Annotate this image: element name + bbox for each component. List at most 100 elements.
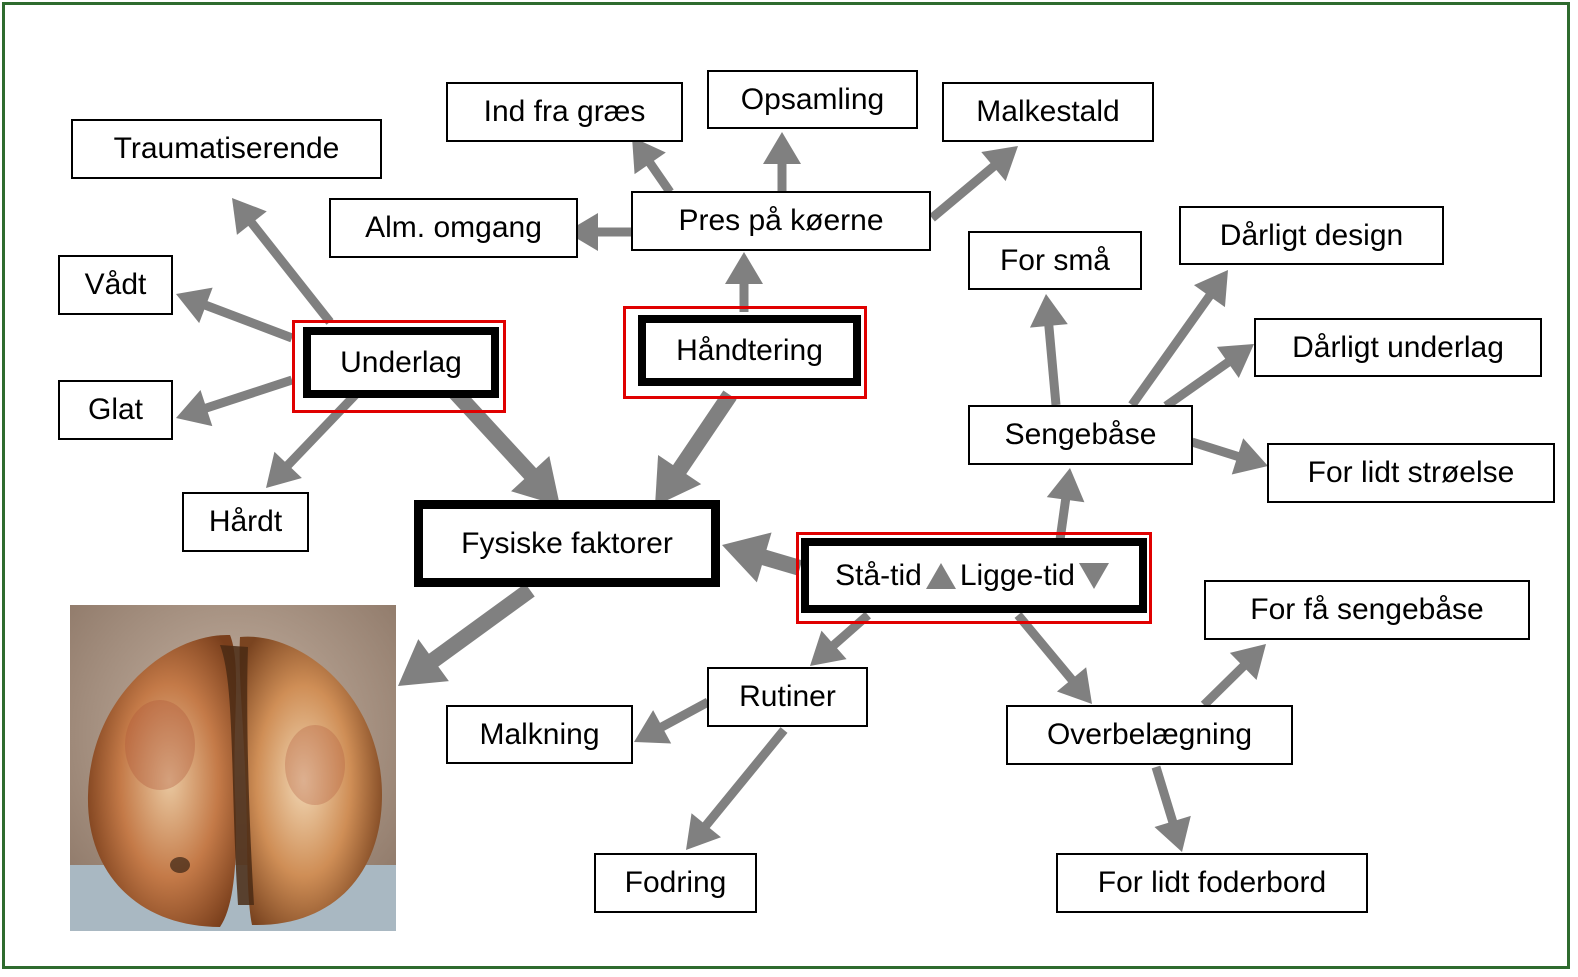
node-label: Underlag (340, 345, 462, 379)
node-label: Traumatiserende (113, 132, 340, 165)
node-fysiske-faktorer: Fysiske faktorer (414, 500, 720, 587)
arrow-sengebaase-design-shaft (1128, 291, 1215, 408)
arrow-underlag-vaadt-shaft (202, 300, 294, 343)
arrow-underlag-haardt-shaft (283, 388, 362, 470)
node-label: Malkestald (976, 95, 1120, 128)
triangle-up-icon (925, 562, 956, 589)
arrow-underlag-haardt-head (266, 451, 302, 488)
arrow-overbelaegning-foderbord-shaft (1151, 765, 1178, 825)
arrow-overbelaegning-foderbord-head (1154, 815, 1191, 852)
arrow-underlag-haardt (266, 388, 362, 488)
node-label: Opsamling (740, 82, 885, 116)
arrow-staa-sengebaase-head (1046, 468, 1085, 503)
node-haardt: Hårdt (182, 492, 309, 552)
node-label: Dårligt underlag (1292, 330, 1504, 364)
arrow-sengebaase-underlag-shaft (1163, 357, 1233, 410)
node-label: Malkning (479, 717, 600, 751)
arrow-underlag-traumatiserende-head (232, 198, 267, 235)
arrow-pres-opsamling (763, 132, 801, 192)
arrow-overbelaegning-for-faa (1200, 644, 1266, 709)
arrow-underlag-glat-head (176, 389, 213, 427)
arrow-pres-malkestald-head (981, 146, 1018, 182)
arrow-pres-opsamling-head (763, 132, 801, 164)
node-daarligt-underlag: Dårligt underlag (1254, 318, 1542, 377)
arrow-underlag-glat-shaft (203, 375, 294, 413)
hoof-photo (70, 605, 396, 931)
node-label: Hårdt (208, 505, 283, 538)
highlight-haandtering (623, 306, 867, 399)
node-traumatiserende: Traumatiserende (71, 119, 382, 179)
arrow-staa-rutiner (810, 611, 871, 666)
arrow-pres-malkestald (929, 146, 1018, 222)
node-label: Fodring (624, 866, 727, 899)
node-staa-ligge-tid: Stå-tid Ligge-tid (801, 538, 1147, 613)
arrow-staa-sengebaase (1046, 468, 1085, 541)
arrow-overbelaegning-foderbord (1151, 765, 1191, 852)
arrow-sengebaase-design-head (1193, 270, 1228, 308)
node-malkning: Malkning (446, 705, 633, 764)
arrow-underlag-vaadt-head (176, 287, 213, 324)
highlight-underlag (292, 320, 506, 413)
node-haandtering: Håndtering (638, 315, 861, 386)
node-sengebaase: Sengebåse (968, 405, 1193, 465)
node-label: Alm. omgang (365, 211, 542, 244)
node-for-smaa: For små (968, 231, 1142, 290)
node-label: For lidt strøelse (1307, 456, 1515, 489)
arrow-haandtering-pres (725, 252, 763, 312)
arrow-pres-malkestald-shaft (929, 161, 998, 222)
node-ind-fra-graes: Ind fra græs (446, 82, 683, 142)
node-rutiner: Rutiner (707, 667, 868, 727)
node-vaadt: Vådt (58, 255, 173, 315)
arrow-pres-ind-fra-graes-shaft (645, 159, 674, 195)
arrow-sengebaase-for-smaa (1029, 294, 1068, 406)
ligge-tid-label: Ligge-tid (959, 558, 1075, 592)
node-malkestald: Malkestald (942, 82, 1154, 142)
node-overbelaegning: Overbelægning (1006, 705, 1293, 765)
node-fodring: Fodring (594, 853, 757, 913)
node-label: Håndtering (676, 333, 823, 367)
node-label: For få sengebåse (1250, 593, 1484, 626)
node-for-lidt-foderbord: For lidt foderbord (1056, 853, 1368, 913)
highlight-staa-ligge-tid (796, 532, 1152, 624)
arrow-sengebaase-design (1128, 270, 1228, 408)
arrow-overbelaegning-for-faa-head (1229, 644, 1266, 680)
node-daarligt-design: Dårligt design (1179, 206, 1444, 265)
arrow-rutiner-fodring-shaft (701, 727, 788, 830)
staa-tid-label: Stå-tid (835, 558, 922, 592)
node-label: Vådt (84, 268, 147, 301)
arrow-underlag-fysiske (449, 386, 560, 506)
arrow-sengebaase-stroelse-head (1231, 438, 1268, 475)
arrow-underlag-vaadt (176, 287, 294, 343)
arrow-pres-ind-fra-graes (632, 137, 674, 195)
arrow-underlag-glat (176, 375, 294, 427)
arrow-haandtering-pres-head (725, 252, 763, 284)
node-alm-omgang: Alm. omgang (329, 198, 578, 258)
arrow-rutiner-fodring (686, 727, 788, 850)
node-underlag: Underlag (303, 327, 499, 398)
arrow-haandtering-fysiske-head (655, 454, 702, 506)
arrow-rutiner-malkning-head (634, 710, 672, 744)
arrow-underlag-traumatiserende (232, 198, 334, 325)
node-label: For lidt foderbord (1097, 866, 1327, 899)
node-label: Fysiske faktorer (461, 526, 673, 560)
node-pres-paa-koerne: Pres på køerne (631, 191, 931, 251)
arrow-staa-fysiske-head (722, 532, 772, 583)
node-glat: Glat (58, 380, 173, 440)
node-label: Overbelægning (1046, 718, 1253, 751)
arrow-rutiner-malkning (634, 698, 711, 744)
node-label: For små (999, 243, 1110, 277)
arrow-staa-fysiske (722, 532, 803, 583)
arrow-underlag-fysiske-head (511, 456, 560, 506)
arrow-staa-overbelaegning-shaft (1014, 612, 1077, 684)
node-label: Rutiner (739, 680, 836, 713)
arrow-pres-alm-omgang-head (566, 213, 598, 251)
arrow-overbelaegning-for-faa-shaft (1200, 661, 1248, 709)
arrow-fysiske-hoof-head (398, 639, 449, 686)
arrow-sengebaase-for-smaa-head (1029, 294, 1068, 328)
arrow-fysiske-hoof-shaft (427, 583, 535, 668)
node-for-lidt-stroelse: For lidt strøelse (1267, 443, 1555, 503)
arrow-sengebaase-stroelse-shaft (1190, 437, 1241, 462)
